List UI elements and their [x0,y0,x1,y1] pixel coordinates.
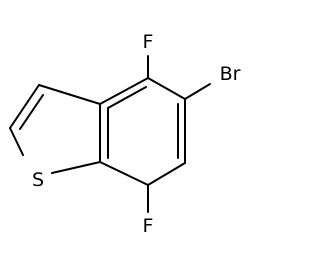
bond-c2-s1 [9,127,24,156]
atom-label-bromine: Br [220,63,241,85]
atom-label-fluorine-top: F [143,31,154,53]
atom-label-fluorine-bottom: F [143,215,154,237]
bond-c3-c2 [9,84,40,129]
bond-c6-c7 [147,162,186,186]
bond-c3a-c4 [99,77,149,105]
chemical-structure-canvas: F Br S F [9,31,241,237]
atom-label-sulfur: S [32,169,44,191]
bond-c4-c5 [147,77,186,100]
bonds [9,55,211,213]
bond-c3a-c4-inner [107,86,147,109]
benzothiophene-structure: F Br S F [9,31,241,237]
bond-c5-br [184,83,211,100]
bond-c3a-c3 [38,84,101,105]
atom-labels: F Br S F [32,31,241,237]
bond-s1-c7a [51,161,101,174]
bond-c7-c7a [99,161,149,186]
bond-c3-c2-inner [19,94,44,130]
